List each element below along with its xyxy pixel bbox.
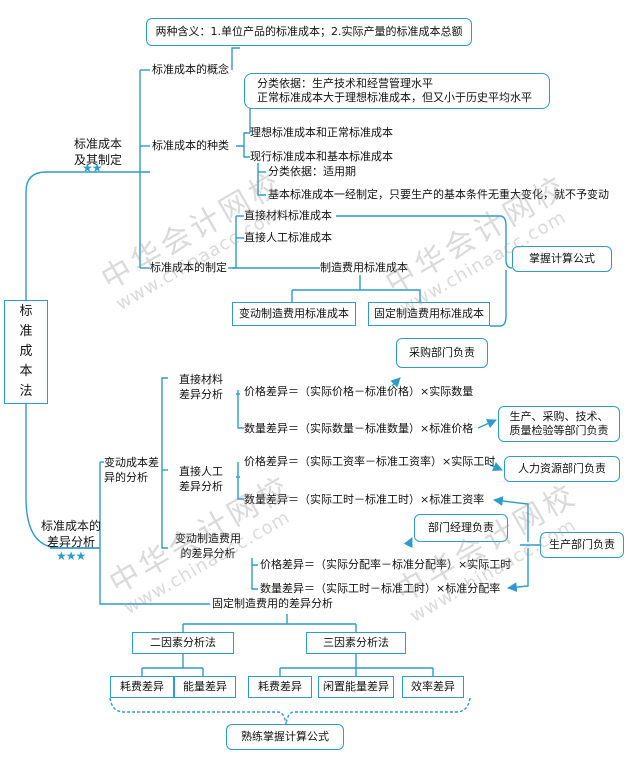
branch1-title: 标准成本 及其制定: [73, 137, 122, 167]
root-char-4: 法: [19, 384, 33, 399]
material-price-formula: 价格差异＝（实际价格－标准价格）×实际数量: [244, 385, 474, 398]
types-item-ideal: 理想标准成本和正常标准成本: [250, 126, 393, 139]
root-box: 标 准 成 本 法: [4, 300, 48, 404]
types-basis: 分类依据：适用期: [268, 165, 356, 178]
types-item-current: 现行标准成本和基本标准成本: [250, 150, 393, 163]
making-variable-box: 变动制造费用标准成本: [232, 302, 356, 326]
production-dept-callout: 生产部门负责: [540, 532, 624, 558]
two-factor-box: 二因素分析法: [132, 632, 234, 654]
types-note: 分类依据：生产技术和经营管理水平 正常标准成本大于理想标准成本，但又小于历史平均…: [244, 73, 550, 109]
material-qty-formula: 数量差异＝（实际数量－标准数量）×标准价格: [244, 422, 474, 435]
master-formula-bottom-box: 熟练掌握计算公式: [226, 724, 344, 750]
variable-analysis-label: 变动成本差 异的分析: [104, 456, 159, 484]
overhead-price-formula: 价格差异＝（实际分配率－标准分配率）×实际工时: [260, 558, 512, 571]
root-char-3: 本: [19, 364, 33, 379]
overhead-analysis-label: 变动制造费用 的差异分析: [175, 532, 241, 560]
making-labor: 直接人工标准成本: [244, 231, 332, 244]
making-material: 直接材料标准成本: [244, 209, 332, 222]
concept-label: 标准成本的概念: [152, 63, 229, 76]
three-spend-variance-box: 耗费差异: [248, 676, 312, 698]
material-qty-callout: 生产、采购、技术、 质量检验等部门负责: [498, 406, 620, 442]
making-label: 标准成本的制定: [150, 261, 227, 274]
labor-price-formula: 价格差异＝（实际工资率－标准工资率）×实际工时: [244, 455, 496, 468]
labor-qty-formula: 数量差异＝（实际工时－标准工时）×标准工资率: [244, 493, 485, 506]
overhead-callout: 部门经理负责: [414, 514, 508, 542]
types-label: 标准成本的种类: [152, 139, 229, 152]
root-char-2: 成: [19, 344, 33, 359]
two-capacity-variance-box: 能量差异: [174, 676, 236, 698]
master-formula-box: 掌握计算公式: [512, 246, 612, 272]
labor-price-callout: 人力资源部门负责: [504, 456, 620, 482]
material-price-callout: 采购部门负责: [396, 338, 488, 368]
types-basic-note: 基本标准成本一经制定，只要生产的基本条件无重大变化，就不予变动: [268, 188, 609, 201]
two-spend-variance-box: 耗费差异: [110, 676, 174, 698]
labor-analysis-label: 直接人工 差异分析: [179, 465, 223, 493]
root-char-1: 准: [19, 324, 33, 339]
branch2-stars: ★★★: [56, 549, 86, 563]
types-note-line-1: 正常标准成本大于理想标准成本，但又小于历史平均水平: [257, 91, 532, 104]
overhead-qty-formula: 数量差异＝（实际工时－标准工时）×标准分配率: [260, 582, 501, 595]
making-fixed-box: 固定制造费用标准成本: [368, 302, 490, 326]
fixed-analysis-label: 固定制造费用的差异分析: [212, 597, 333, 610]
three-factor-box: 三因素分析法: [306, 632, 406, 654]
making-overhead: 制造费用标准成本: [320, 261, 408, 274]
branch1-stars: ★★: [82, 161, 102, 175]
three-efficiency-variance-box: 效率差异: [402, 676, 464, 698]
types-note-line-0: 分类依据：生产技术和经营管理水平: [257, 77, 433, 90]
branch2-title: 标准成本的 差异分析: [40, 519, 101, 549]
material-analysis-label: 直接材料 差异分析: [179, 373, 223, 401]
concept-callout: 两种含义：1.单位产品的标准成本；2.实际产量的标准成本总额: [146, 18, 472, 46]
three-idle-variance-box: 闲置能量差异: [318, 676, 394, 698]
root-char-0: 标: [19, 304, 33, 319]
